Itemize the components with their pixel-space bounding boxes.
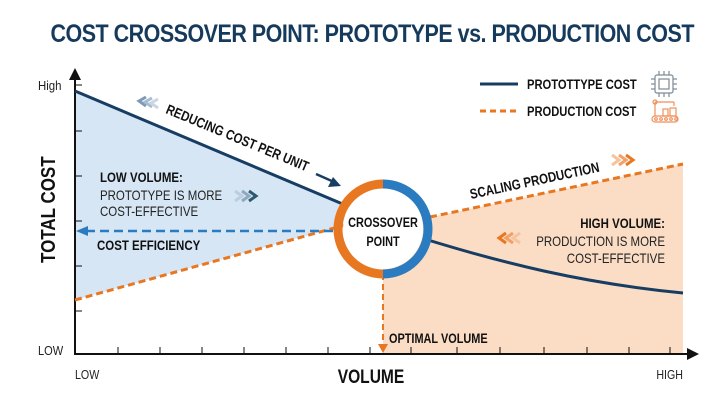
x-low-label: LOW: [75, 367, 100, 382]
x-axis-ticks: [117, 347, 671, 354]
low-volume-line2: COST-EFFECTIVE: [100, 203, 198, 219]
chevrons-right-icon: [234, 189, 259, 203]
x-high-label: HIGH: [656, 367, 683, 382]
high-volume-title: HIGH VOLUME:: [580, 215, 665, 231]
y-axis-arrow-icon: [69, 68, 81, 80]
x-axis-title: VOLUME: [338, 366, 405, 388]
legend-production-label: PRODUCTION COST: [527, 104, 637, 119]
prototype-cost-curve: [427, 238, 684, 295]
chevrons-left-icon: [136, 95, 159, 110]
production-cost-line-right: [429, 162, 684, 219]
reducing-cost-arrow: [315, 172, 335, 184]
cost-efficiency-arrowhead-icon: [76, 226, 88, 236]
x-axis-arrow-icon: [687, 348, 699, 360]
low-volume-region: [75, 91, 345, 300]
optimal-volume-label: OPTIMAL VOLUME: [389, 331, 488, 347]
high-volume-line2: COST-EFFECTIVE: [567, 250, 665, 266]
low-volume-line1: PROTOTYPE IS MORE: [100, 187, 222, 203]
circuit-chip-icon: [651, 71, 677, 97]
chevrons-scaling-icon: [611, 153, 636, 167]
optimal-volume-arrowhead-icon: [378, 344, 388, 353]
crossover-point-marker: [333, 179, 433, 279]
y-high-label: High: [38, 78, 62, 93]
high-volume-line1: PRODUCTION IS MORE: [536, 233, 665, 249]
cost-efficiency-label: COST EFFICIENCY: [97, 237, 201, 253]
y-low-label: LOW: [38, 343, 64, 358]
prototype-cost-line: [74, 89, 346, 207]
y-axis-ticks: [75, 84, 82, 312]
assembly-line-robot-icon: [651, 99, 679, 123]
chevrons-high-volume-icon: [496, 231, 521, 245]
crossover-label-line1: CROSSOVER: [348, 215, 418, 231]
chart-title: COST CROSSOVER POINT: PROTOTYPE vs. PROD…: [50, 20, 694, 48]
y-axis-title: TOTAL COST: [37, 156, 60, 263]
production-cost-line: [74, 223, 346, 302]
crossover-label-line2: POINT: [366, 234, 400, 250]
legend-prototype-label: PROTOTTYPE COST: [527, 77, 637, 92]
low-volume-title: LOW VOLUME:: [100, 169, 183, 185]
reducing-cost-arrowhead-icon: [328, 177, 341, 187]
